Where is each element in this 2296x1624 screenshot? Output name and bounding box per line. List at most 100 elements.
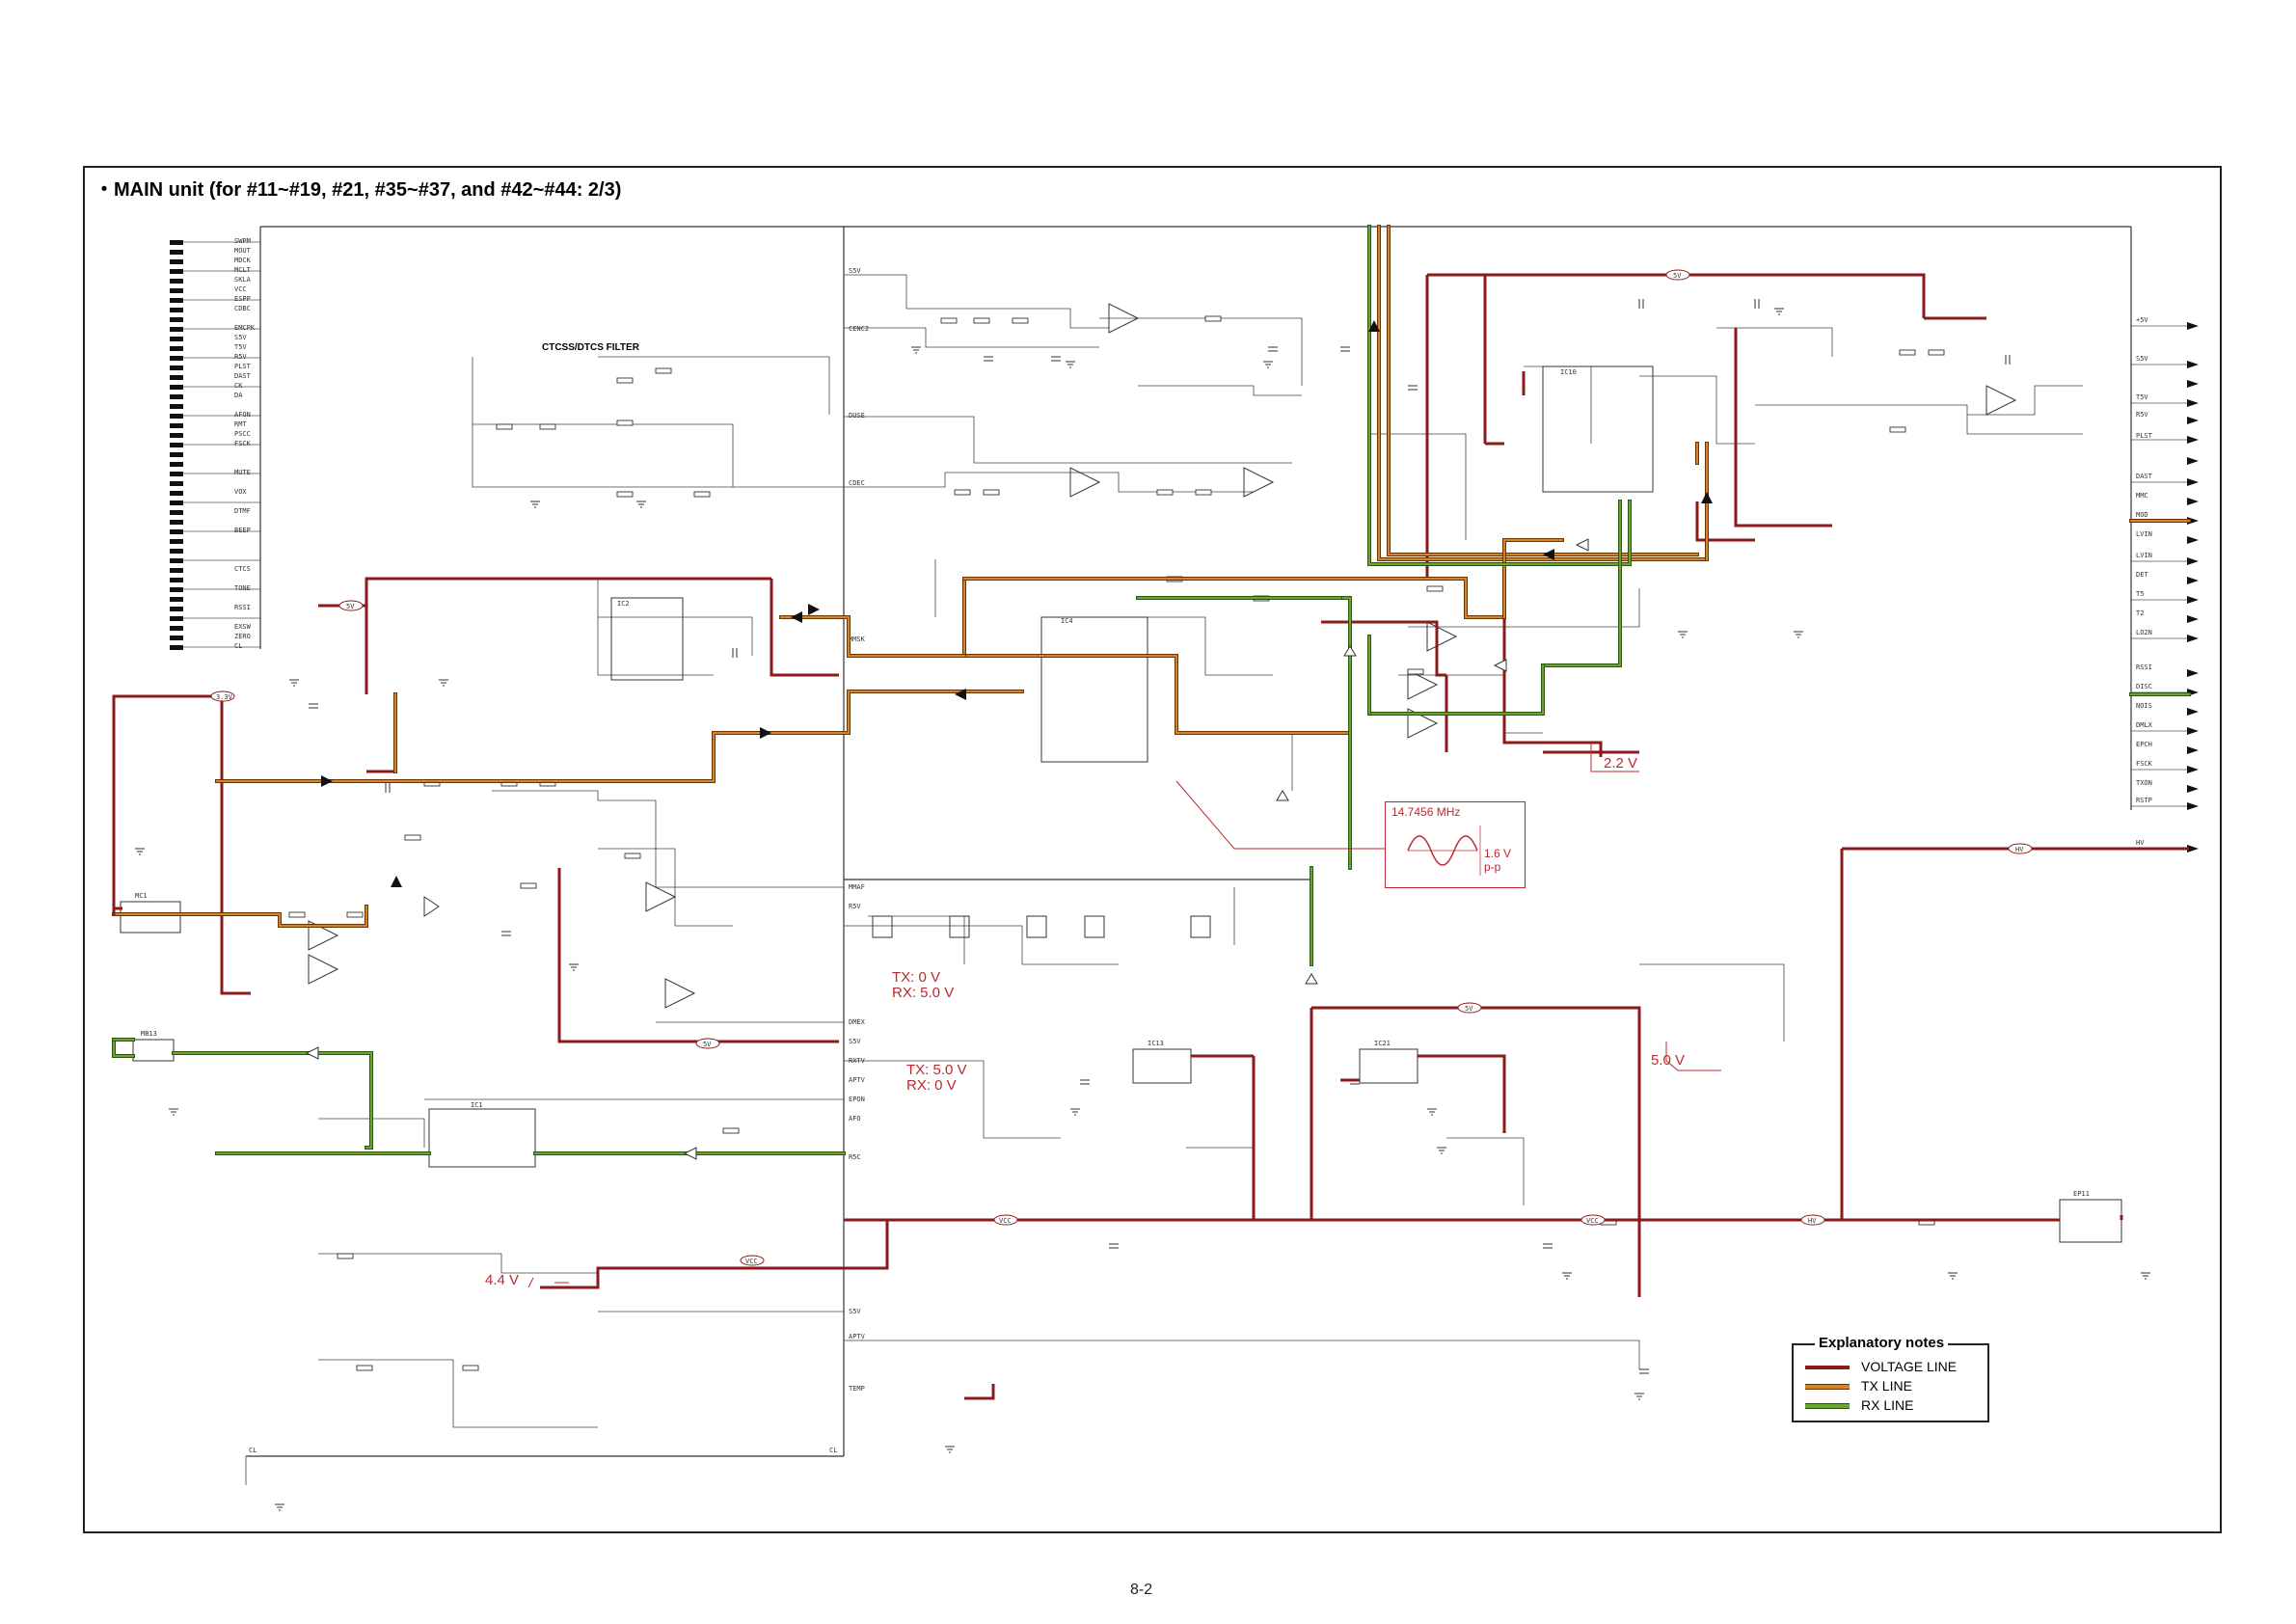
oscillator-box: 14.7456 MHz 1.6 V p-p [1385, 801, 1526, 888]
svg-text:MC1: MC1 [135, 892, 148, 900]
legend-label-tx: TX LINE [1861, 1378, 1912, 1394]
svg-text:LVIN: LVIN [2136, 530, 2152, 538]
svg-text:+5V: +5V [2136, 316, 2148, 324]
svg-text:IC10: IC10 [1560, 368, 1577, 376]
svg-text:IC13: IC13 [1148, 1040, 1164, 1047]
rx-lines [112, 225, 2191, 1155]
svg-text:SWPM: SWPM [234, 237, 251, 245]
annotation-tx-5v: TX: 5.0 V [906, 1062, 967, 1078]
rail-5v-label-3: 5V [703, 1041, 712, 1048]
svg-text:DMLX: DMLX [2136, 721, 2153, 729]
svg-text:IC4: IC4 [1061, 617, 1073, 625]
svg-text:PLST: PLST [234, 363, 252, 370]
rail-33v-label: 3.3V [216, 693, 233, 701]
svg-text:R5C: R5C [849, 1153, 861, 1161]
connector-leads [183, 241, 260, 648]
oscillator-waveform [1407, 826, 1481, 876]
legend-swatch-voltage [1805, 1366, 1850, 1370]
connector-block [246, 226, 2132, 1457]
rail-vcc-label-3: VCC [745, 1258, 758, 1265]
svg-text:MUTE: MUTE [234, 469, 251, 476]
svg-text:MDCK: MDCK [234, 257, 252, 264]
svg-text:EMCPK: EMCPK [234, 324, 256, 332]
svg-text:LVIN: LVIN [2136, 552, 2152, 559]
svg-text:R5V: R5V [849, 903, 861, 910]
svg-text:IC21: IC21 [1374, 1040, 1391, 1047]
svg-text:SKLA: SKLA [234, 276, 252, 284]
svg-text:FSCK: FSCK [234, 440, 252, 447]
svg-text:EPON: EPON [849, 1096, 865, 1103]
svg-text:APTV: APTV [849, 1076, 866, 1084]
svg-text:BEEP: BEEP [234, 527, 251, 534]
svg-text:HV: HV [2136, 839, 2145, 847]
annotation-rx-0v: RX: 0 V [906, 1077, 957, 1094]
legend-label-voltage: VOLTAGE LINE [1861, 1359, 1958, 1374]
rail-hv-label-2: HV [2015, 846, 2024, 853]
svg-text:DUSE: DUSE [849, 412, 865, 420]
svg-text:VCC: VCC [234, 285, 247, 293]
legend-label-rx: RX LINE [1861, 1397, 1914, 1413]
svg-text:RXTV: RXTV [849, 1057, 866, 1065]
svg-text:DA: DA [234, 392, 243, 399]
svg-text:VOX: VOX [234, 488, 247, 496]
rail-vcc-label-2: VCC [1586, 1217, 1599, 1225]
svg-text:T2: T2 [2136, 609, 2144, 617]
svg-text:R5V: R5V [2136, 411, 2148, 419]
svg-text:R5V: R5V [234, 353, 247, 361]
svg-text:CK: CK [234, 382, 243, 390]
svg-text:IC1: IC1 [471, 1101, 483, 1109]
ic-components [120, 365, 2122, 1243]
svg-text:CDEC: CDEC [849, 479, 865, 487]
annotation-freq: 14.7456 MHz [1391, 805, 1461, 819]
svg-text:EP11: EP11 [2073, 1190, 2090, 1198]
svg-text:AFON: AFON [234, 411, 251, 419]
svg-text:MMSK: MMSK [849, 636, 866, 643]
svg-text:AFO: AFO [849, 1115, 861, 1123]
resistor-symbols [288, 315, 1945, 1371]
annotation-leaders [527, 743, 1721, 1288]
rail-hv-label: HV [1808, 1217, 1817, 1225]
svg-text:CTCS: CTCS [234, 565, 251, 573]
voltage-lines [112, 273, 2189, 1400]
svg-text:NOIS: NOIS [2136, 702, 2152, 710]
svg-text:DAST: DAST [234, 372, 252, 380]
annotation-2-2v: 2.2 V [1604, 755, 1638, 771]
ground-symbols [135, 308, 2150, 1511]
svg-text:MOD: MOD [2136, 511, 2148, 519]
svg-text:PLST: PLST [2136, 432, 2153, 440]
rail-5v-label: 5V [1673, 272, 1682, 280]
svg-text:LO2N: LO2N [2136, 629, 2152, 636]
svg-text:EPCH: EPCH [2136, 741, 2152, 748]
legend-swatch-tx [1805, 1384, 1850, 1391]
svg-text:CDBC: CDBC [234, 305, 251, 312]
svg-text:T5: T5 [2136, 590, 2144, 598]
svg-text:MCLT: MCLT [234, 266, 252, 274]
page-title: ・MAIN unit (for #11~#19, #21, #35~#37, a… [95, 179, 622, 201]
svg-text:MMC: MMC [2136, 492, 2148, 500]
svg-text:ESPP: ESPP [234, 295, 251, 303]
svg-text:RSTP: RSTP [2136, 797, 2152, 804]
svg-text:DAST: DAST [2136, 473, 2153, 480]
svg-text:T5V: T5V [2136, 393, 2148, 401]
rail-labels: 5V 5V 3.3V 5V 5V VCC VCC VCC HV HV [210, 269, 2033, 1266]
svg-text:CL: CL [829, 1447, 837, 1454]
annotation-rx-5v: RX: 5.0 V [892, 985, 955, 1001]
svg-text:S5V: S5V [234, 334, 247, 341]
svg-text:TXON: TXON [2136, 779, 2152, 787]
tx-lines [112, 225, 1709, 928]
hollow-arrows [305, 538, 1589, 1160]
rail-5v-label-4: 5V [1465, 1005, 1473, 1013]
svg-text:EXSW: EXSW [234, 623, 252, 631]
annotation-tx-0v: TX: 0 V [892, 969, 941, 986]
schematic-frame [83, 166, 2222, 1533]
filter-label: CTCSS/DTCS FILTER [542, 342, 639, 353]
svg-text:TEMP: TEMP [849, 1385, 865, 1393]
legend-box: Explanatory notes VOLTAGE LINE TX LINE R… [1792, 1335, 1989, 1422]
connector-pins [170, 240, 183, 650]
legend-item-rx: RX LINE [1805, 1397, 1913, 1413]
rail-vcc-label: VCC [999, 1217, 1012, 1225]
svg-text:TONE: TONE [234, 584, 251, 592]
svg-text:CL: CL [234, 642, 242, 650]
svg-text:DET: DET [2136, 571, 2148, 579]
